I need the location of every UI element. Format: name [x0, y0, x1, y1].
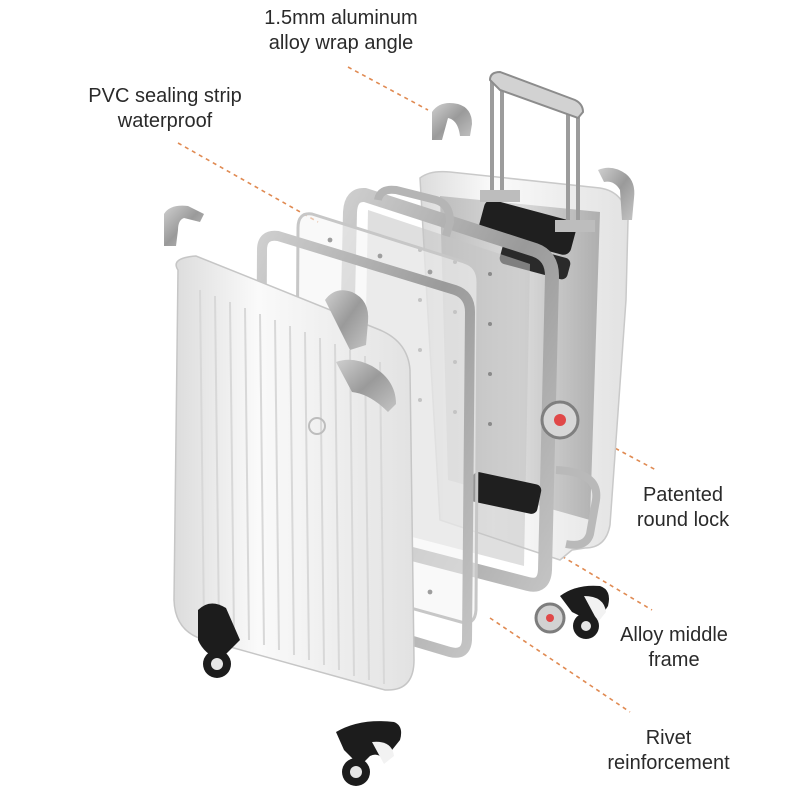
spinner-wheels: [198, 585, 609, 786]
wheel-front-left: [198, 603, 240, 678]
callout-round-lock-line-2: round lock: [636, 509, 730, 531]
callout-wrap-angle: 1.5mm aluminum alloy wrap angle: [246, 6, 436, 56]
callout-middle-frame-line-1: Alloy middle: [620, 624, 728, 646]
trolley-handle: [480, 70, 595, 232]
callout-rivet-line-1: Rivet: [645, 727, 692, 749]
wheel-loose-right: [534, 585, 609, 639]
leader-wrap-angle: [347, 66, 429, 111]
inner-aluminum-frame: [254, 230, 476, 658]
callout-rivet-line-2: reinforcement: [607, 752, 730, 774]
callout-pvc-strip-line-2: waterproof: [117, 110, 213, 132]
callout-pvc-strip-line-1: PVC sealing strip: [88, 85, 242, 107]
callout-middle-frame-line-2: frame: [648, 649, 700, 671]
callout-round-lock: Patented round lock: [618, 483, 748, 533]
callout-middle-frame: Alloy middle frame: [604, 623, 744, 673]
wrap-angle-brackets: [164, 103, 635, 246]
callout-wrap-angle-line-2: alloy wrap angle: [268, 32, 414, 54]
leader-pvc-strip: [177, 142, 319, 223]
callout-round-lock-line-1: Patented: [642, 484, 724, 506]
callout-rivet: Rivet reinforcement: [596, 726, 741, 776]
callout-wrap-angle-line-1: 1.5mm aluminum: [264, 7, 418, 29]
wheel-loose-bottom: [336, 721, 402, 786]
front-shell: [173, 255, 415, 691]
callout-pvc-strip: PVC sealing strip waterproof: [70, 84, 260, 134]
